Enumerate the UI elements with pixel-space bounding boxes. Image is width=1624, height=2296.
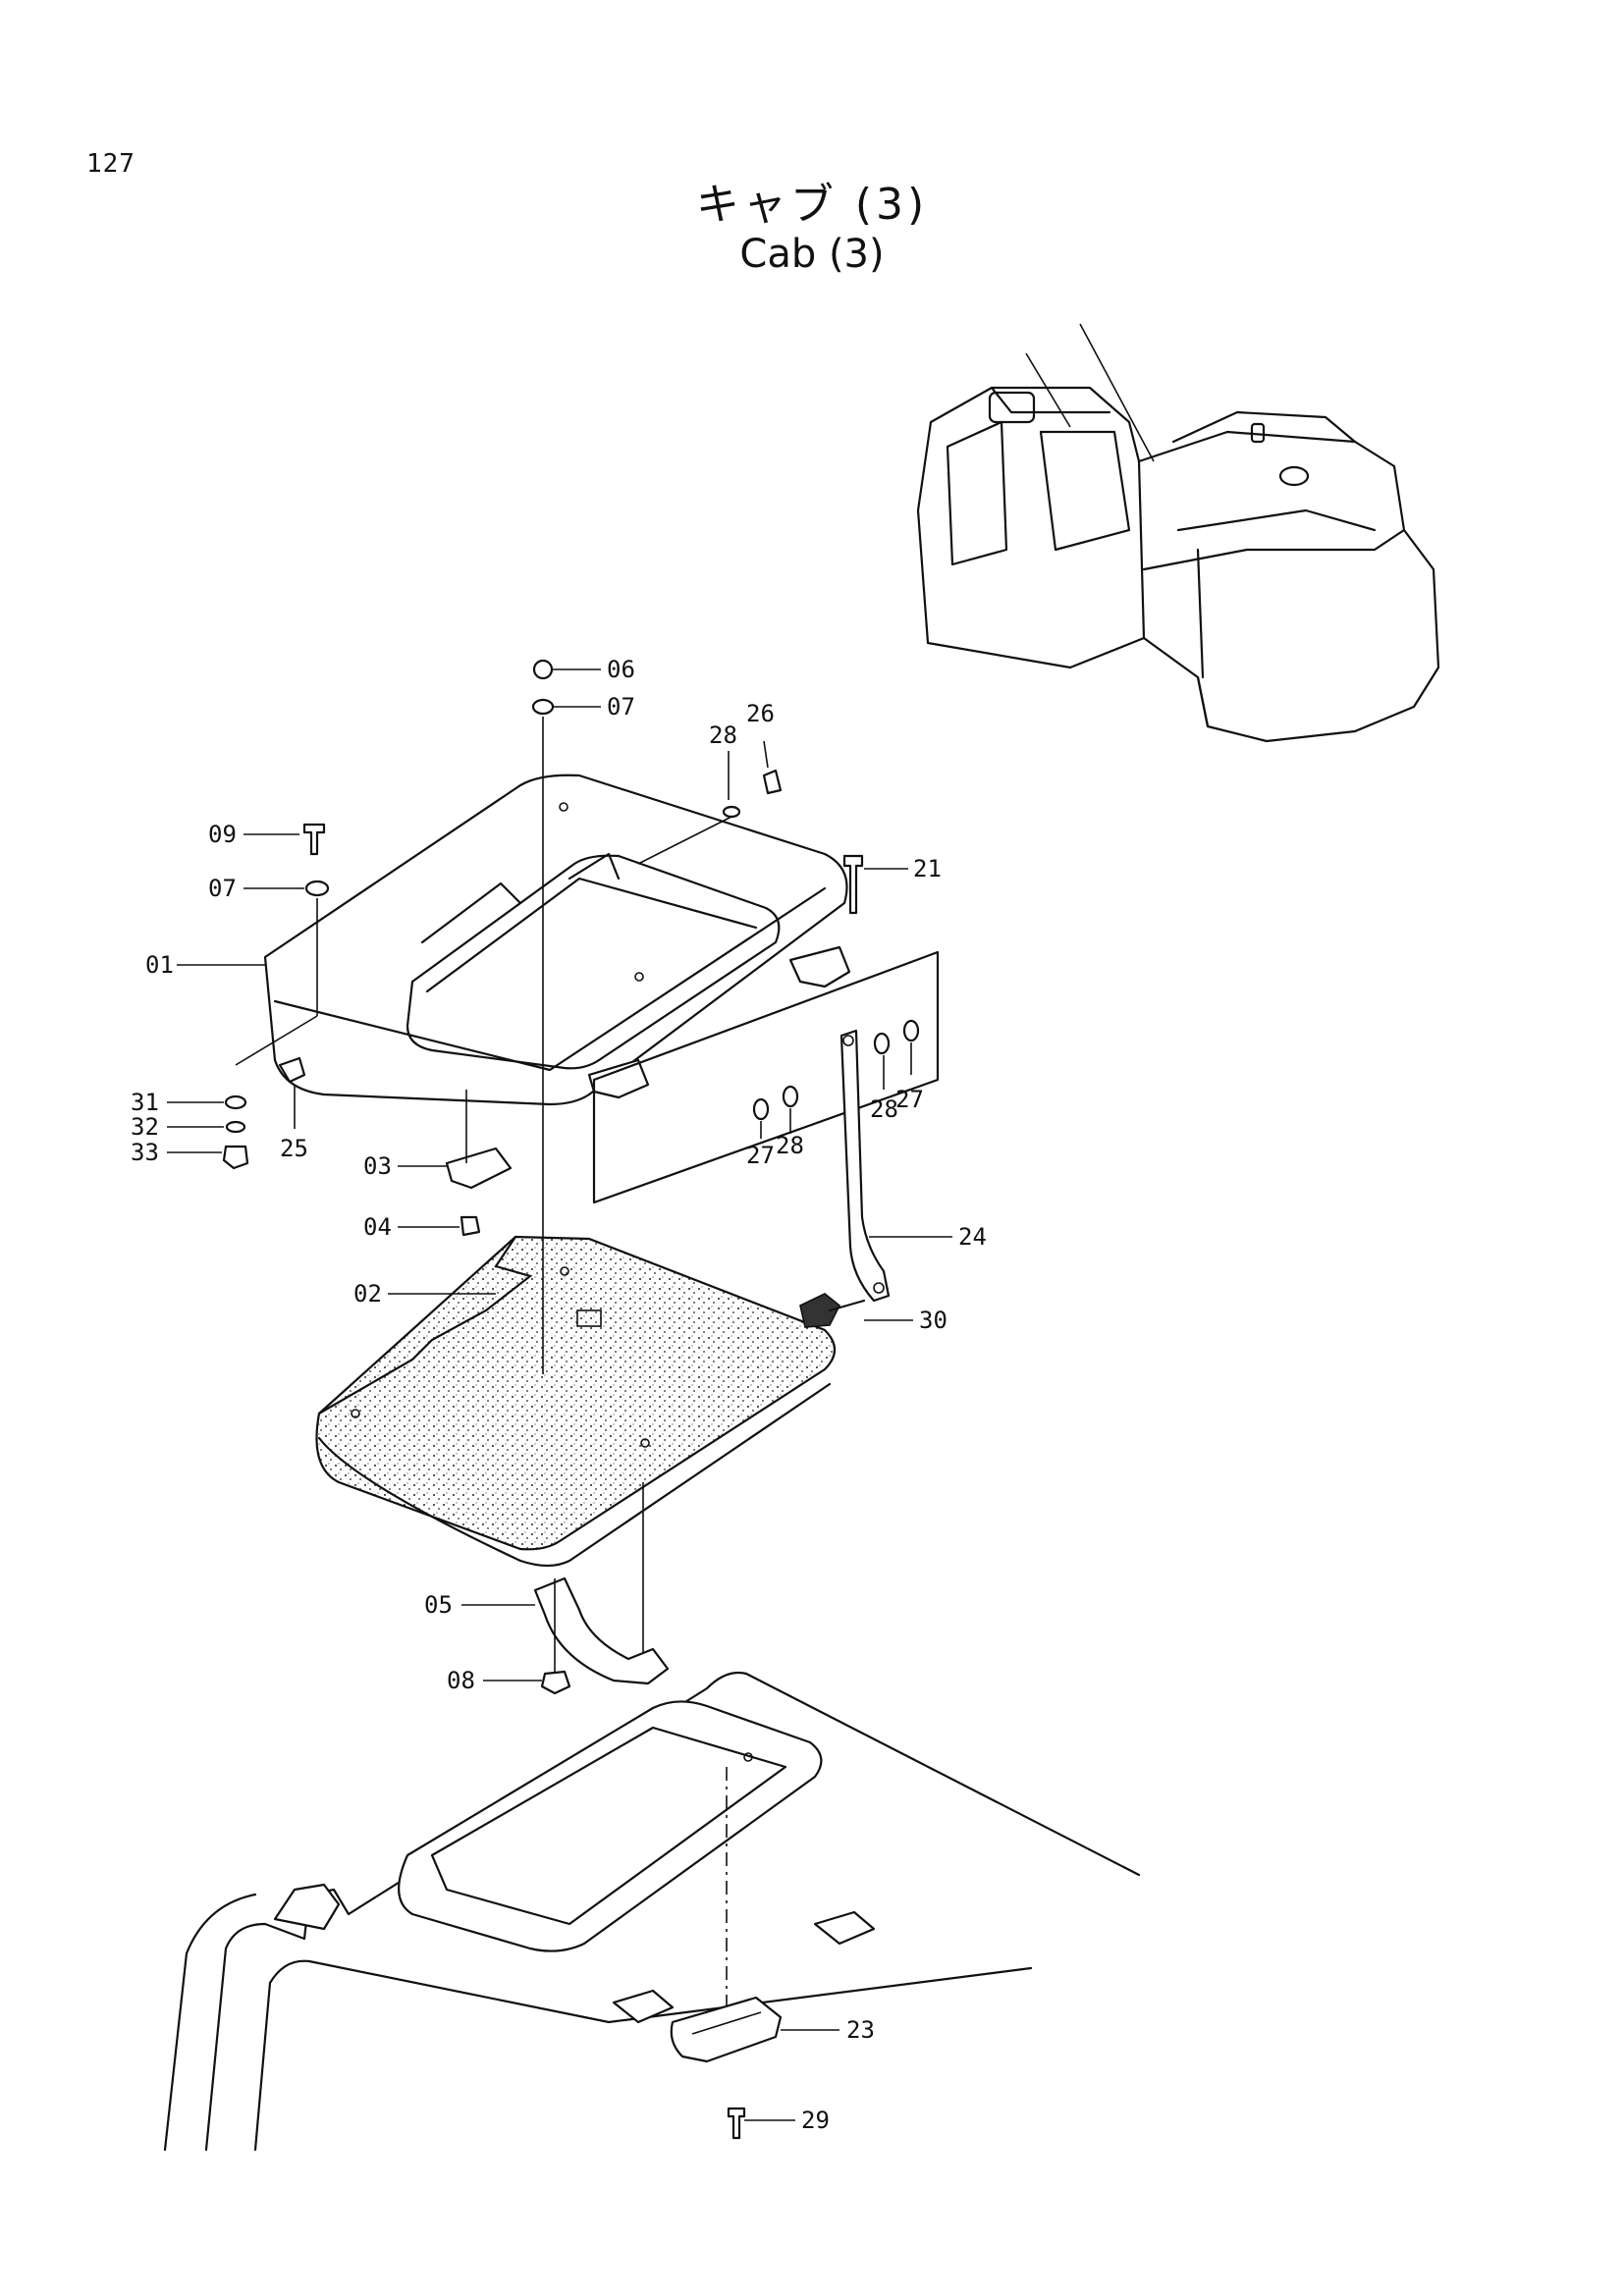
callout-27-right: 27 <box>895 1086 924 1113</box>
callout-08: 08 <box>447 1667 475 1694</box>
lock-23 <box>670 1996 783 2063</box>
page-number: 127 <box>86 149 135 179</box>
callout-01: 01 <box>145 951 174 979</box>
callout-31: 31 <box>131 1089 159 1116</box>
hatch-cover-01 <box>263 774 851 1106</box>
callout-05: 05 <box>424 1591 453 1619</box>
callout-07-left: 07 <box>208 875 237 902</box>
callout-25: 25 <box>280 1135 308 1162</box>
callout-labels: 06 07 09 07 01 28 26 21 31 32 33 25 03 0… <box>131 656 987 2134</box>
callout-28-right: 28 <box>870 1095 898 1123</box>
callout-32: 32 <box>131 1113 159 1141</box>
callout-09: 09 <box>208 821 237 848</box>
callout-21: 21 <box>913 855 942 882</box>
callout-02: 02 <box>353 1280 382 1308</box>
callout-leaders <box>167 668 952 2121</box>
stay-frame <box>592 950 940 1204</box>
callout-28-top: 28 <box>709 721 737 749</box>
knob-30 <box>799 1293 866 1328</box>
title-japanese: キャブ (3) <box>695 180 929 230</box>
handle-05 <box>533 1482 670 1685</box>
callout-33: 33 <box>131 1139 159 1166</box>
callout-24: 24 <box>958 1223 987 1251</box>
callout-04: 04 <box>363 1213 392 1241</box>
callout-26: 26 <box>746 700 775 727</box>
callout-27-left: 27 <box>746 1142 775 1169</box>
callout-07-top: 07 <box>607 693 635 721</box>
cab-roof <box>163 1671 1141 2152</box>
hardware-parts <box>222 659 920 2140</box>
callout-29: 29 <box>801 2107 830 2134</box>
callout-03: 03 <box>363 1152 392 1180</box>
callout-30: 30 <box>919 1307 947 1334</box>
stay-24 <box>839 1029 891 1303</box>
mat-02 <box>315 1235 837 1568</box>
title-english: Cab (3) <box>739 232 885 277</box>
callout-06: 06 <box>607 656 635 683</box>
excavator-overview-illustration <box>916 323 1440 743</box>
callout-23: 23 <box>846 2016 875 2044</box>
callout-28-left: 28 <box>776 1132 804 1159</box>
